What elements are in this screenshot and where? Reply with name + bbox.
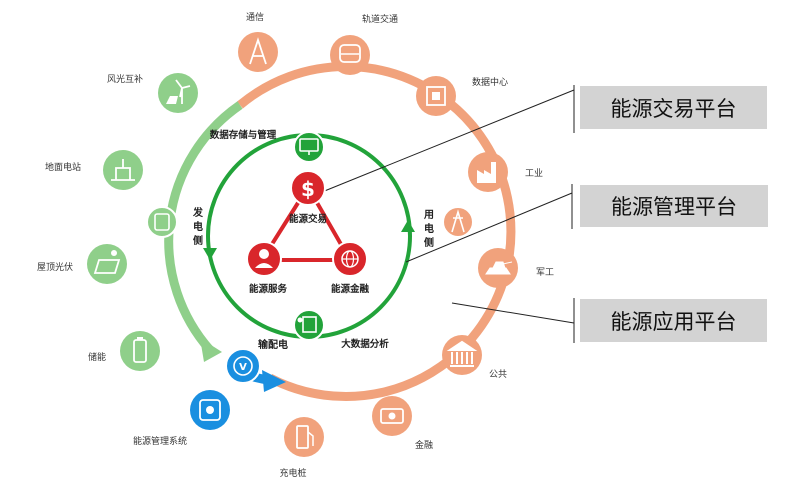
inner-arrow-right xyxy=(401,220,415,232)
power-station-icon xyxy=(111,159,135,181)
dollar-icon: $ xyxy=(301,177,315,201)
node-charging-pile[interactable] xyxy=(284,417,324,457)
label-wind-solar-complement: 风光互补 xyxy=(107,73,143,85)
train-icon xyxy=(339,44,361,63)
node-public[interactable] xyxy=(442,335,482,375)
battery-icon xyxy=(154,213,170,231)
analysis-board-icon xyxy=(302,316,317,333)
center-triangle xyxy=(260,185,352,262)
label-generation-side-3: 侧 xyxy=(193,234,203,247)
label-data-center: 数据中心 xyxy=(472,76,508,88)
label-energy-trading: 能源交易 xyxy=(289,213,327,225)
chip-icon xyxy=(426,86,446,106)
node-rail-transit[interactable] xyxy=(330,35,370,75)
node-energy-service[interactable] xyxy=(246,241,282,277)
power-tower-icon xyxy=(451,209,465,233)
label-finance: 金融 xyxy=(415,439,433,451)
label-energy-finance: 能源金融 xyxy=(331,283,370,295)
label-generation-side-1: 发 xyxy=(192,206,204,219)
blue-arrow-head xyxy=(262,370,286,392)
label-rooftop-pv: 屋顶光伏 xyxy=(37,261,73,273)
inner-arrow-left xyxy=(203,248,217,260)
label-charging-pile: 充电桩 xyxy=(279,467,306,479)
node-energy-finance[interactable] xyxy=(332,241,368,277)
system-icon xyxy=(199,399,221,421)
connector-application xyxy=(451,302,575,324)
solar-panel-icon xyxy=(93,259,121,274)
label-military: 军工 xyxy=(536,267,554,278)
platform-box-application: 能源应用平台 xyxy=(580,299,767,342)
label-consumption-side-3: 侧 xyxy=(424,236,434,249)
node-big-data[interactable] xyxy=(293,309,325,341)
node-industry[interactable] xyxy=(468,152,508,192)
label-consumption-side-2: 电 xyxy=(424,222,434,235)
green-arrow-head xyxy=(200,338,222,362)
label-consumption-side-1: 用 xyxy=(423,209,434,221)
node-energy-trading[interactable]: $ xyxy=(290,170,326,206)
factory-icon xyxy=(477,162,496,183)
antenna-icon xyxy=(249,37,267,65)
node-generation-side[interactable] xyxy=(146,206,178,238)
label-energy-management-system: 能源管理系统 xyxy=(133,435,187,447)
platform-box-trading: 能源交易平台 xyxy=(580,86,767,129)
node-distribution[interactable]: V xyxy=(225,348,261,384)
label-generation-side-2: 电 xyxy=(193,220,203,233)
label-communication: 通信 xyxy=(246,11,264,23)
node-wind-solar-complement[interactable] xyxy=(158,73,198,113)
label-big-data-analysis: 大数据分析 xyxy=(341,338,389,350)
label-rail-transit: 轨道交通 xyxy=(362,13,398,25)
inner-ring xyxy=(206,133,412,339)
label-energy-service: 能源服务 xyxy=(249,283,288,295)
node-data-center[interactable] xyxy=(416,76,456,116)
tank-icon xyxy=(485,261,513,275)
node-data-storage[interactable] xyxy=(293,131,325,163)
wind-turbine-icon xyxy=(175,79,191,104)
label-public: 公共 xyxy=(489,369,507,380)
money-icon xyxy=(380,408,404,424)
outer-ring-green xyxy=(164,101,243,353)
node-energy-management-system[interactable] xyxy=(190,390,230,430)
charger-icon xyxy=(296,425,309,449)
node-communication[interactable] xyxy=(238,32,278,72)
label-ground-power-station: 地面电站 xyxy=(45,161,81,173)
node-finance[interactable] xyxy=(372,396,412,436)
node-consumption-side[interactable] xyxy=(442,206,474,238)
connector-management xyxy=(405,192,573,263)
user-icon xyxy=(259,249,269,259)
node-rooftop-pv[interactable] xyxy=(87,244,127,284)
v-icon: V xyxy=(239,362,247,373)
platform-box-management: 能源管理平台 xyxy=(580,185,768,227)
label-distribution: 输配电 xyxy=(258,338,288,351)
label-data-storage-management: 数据存储与管理 xyxy=(209,129,277,141)
node-military[interactable] xyxy=(478,248,518,288)
label-energy-storage: 储能 xyxy=(88,351,106,363)
connector-trading xyxy=(321,89,575,193)
node-ground-power-station[interactable] xyxy=(103,150,143,190)
building-icon xyxy=(446,340,478,367)
node-energy-storage[interactable] xyxy=(120,331,160,371)
label-industry: 工业 xyxy=(525,168,543,179)
